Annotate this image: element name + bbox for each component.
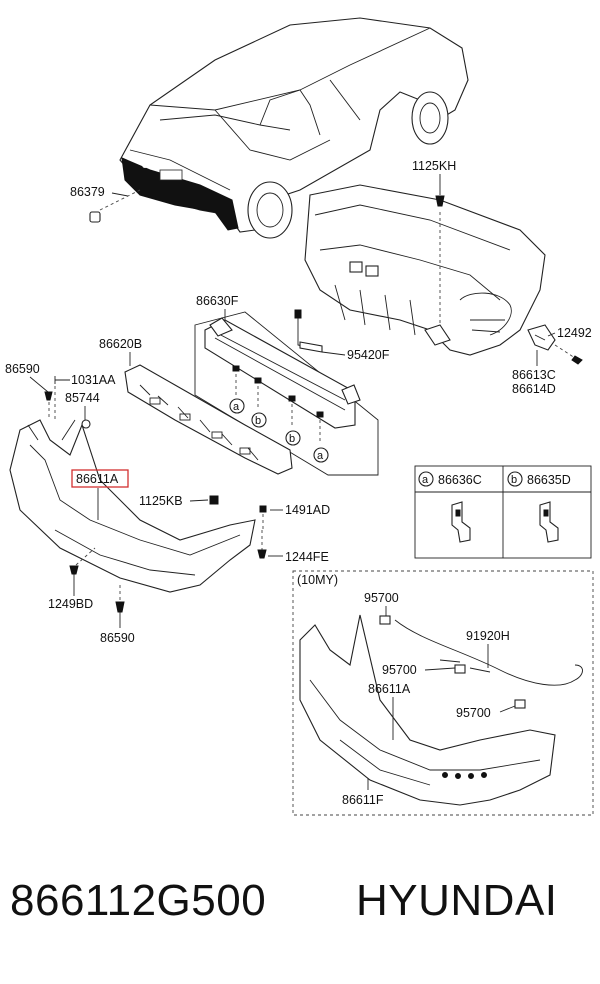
svg-text:1249BD: 1249BD xyxy=(48,597,93,611)
trunk-panel xyxy=(304,184,546,356)
svg-text:86620B: 86620B xyxy=(99,337,142,351)
svg-text:95700: 95700 xyxy=(456,706,491,720)
svg-text:a: a xyxy=(317,450,324,462)
svg-text:86590: 86590 xyxy=(5,362,40,376)
svg-text:86630F: 86630F xyxy=(196,294,239,308)
svg-text:85744: 85744 xyxy=(65,391,100,405)
svg-text:91920H: 91920H xyxy=(466,629,510,643)
svg-text:1491AD: 1491AD xyxy=(285,503,330,517)
svg-text:1244FE: 1244FE xyxy=(285,550,329,564)
highlight-box xyxy=(71,469,129,488)
svg-text:b: b xyxy=(255,415,261,427)
variant-10my-box: (10MY) 95700 91920H 95700 86611A 95700 8… xyxy=(292,570,594,816)
svg-text:86611A: 86611A xyxy=(368,682,411,696)
part-86379: 86379 xyxy=(70,185,141,223)
svg-text:95700: 95700 xyxy=(364,591,399,605)
left-fasteners: 86590 1031AA 85744 1125KB 1491AD 1244FE … xyxy=(5,362,330,645)
parts-diagram: 86379 1125KH 12492 86613C 86614D 86 xyxy=(5,17,594,816)
beam-assembly: 86630F a b b a xyxy=(194,294,379,476)
svg-text:1125KB: 1125KB xyxy=(139,494,183,508)
footer: 866112G500 HYUNDAI xyxy=(0,876,600,956)
svg-text:86611A: 86611A xyxy=(76,472,119,486)
svg-text:12492: 12492 xyxy=(557,326,592,340)
svg-text:b: b xyxy=(511,474,517,486)
part-86620B: 86620B xyxy=(99,337,293,475)
svg-text:a: a xyxy=(422,474,429,486)
svg-text:1031AA: 1031AA xyxy=(71,373,116,387)
svg-text:(10MY): (10MY) xyxy=(297,573,338,587)
svg-text:86613C: 86613C xyxy=(512,368,556,382)
svg-text:86614D: 86614D xyxy=(512,382,556,396)
svg-text:b: b xyxy=(289,433,295,445)
svg-text:86379: 86379 xyxy=(70,185,105,199)
main-bumper: 86611A xyxy=(9,419,256,593)
part-number: 866112G500 xyxy=(10,876,267,925)
svg-text:95420F: 95420F xyxy=(347,348,390,362)
svg-text:a: a xyxy=(233,401,240,413)
brand-name: HYUNDAI xyxy=(356,876,558,925)
svg-text:95700: 95700 xyxy=(382,663,417,677)
svg-text:86636C: 86636C xyxy=(438,473,482,487)
svg-text:86611F: 86611F xyxy=(342,793,384,807)
part-86613C-86614D: 12492 86613C 86614D xyxy=(512,324,592,396)
svg-text:86590: 86590 xyxy=(100,631,135,645)
part-95420F: 95420F xyxy=(294,309,390,362)
svg-text:1125KH: 1125KH xyxy=(412,159,456,173)
part-1125KH: 1125KH xyxy=(412,159,456,346)
bracket-legend: a 86636C b 86635D xyxy=(414,465,592,559)
car-illustration xyxy=(119,17,469,239)
svg-text:86635D: 86635D xyxy=(527,473,571,487)
